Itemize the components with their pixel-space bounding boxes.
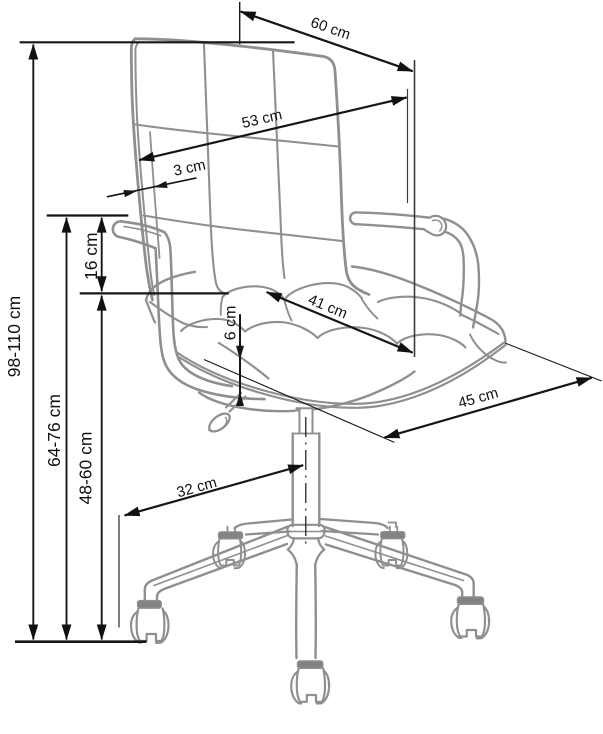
svg-text:60 cm: 60 cm bbox=[308, 14, 352, 43]
svg-text:64-76 cm: 64-76 cm bbox=[44, 394, 64, 467]
svg-text:48-60 cm: 48-60 cm bbox=[75, 432, 95, 505]
svg-text:6 cm: 6 cm bbox=[223, 306, 240, 341]
svg-text:3 cm: 3 cm bbox=[172, 156, 207, 179]
svg-text:32 cm: 32 cm bbox=[175, 474, 219, 501]
svg-text:45 cm: 45 cm bbox=[456, 384, 500, 412]
svg-text:16 cm: 16 cm bbox=[81, 232, 101, 280]
svg-text:98-110 cm: 98-110 cm bbox=[4, 296, 24, 377]
